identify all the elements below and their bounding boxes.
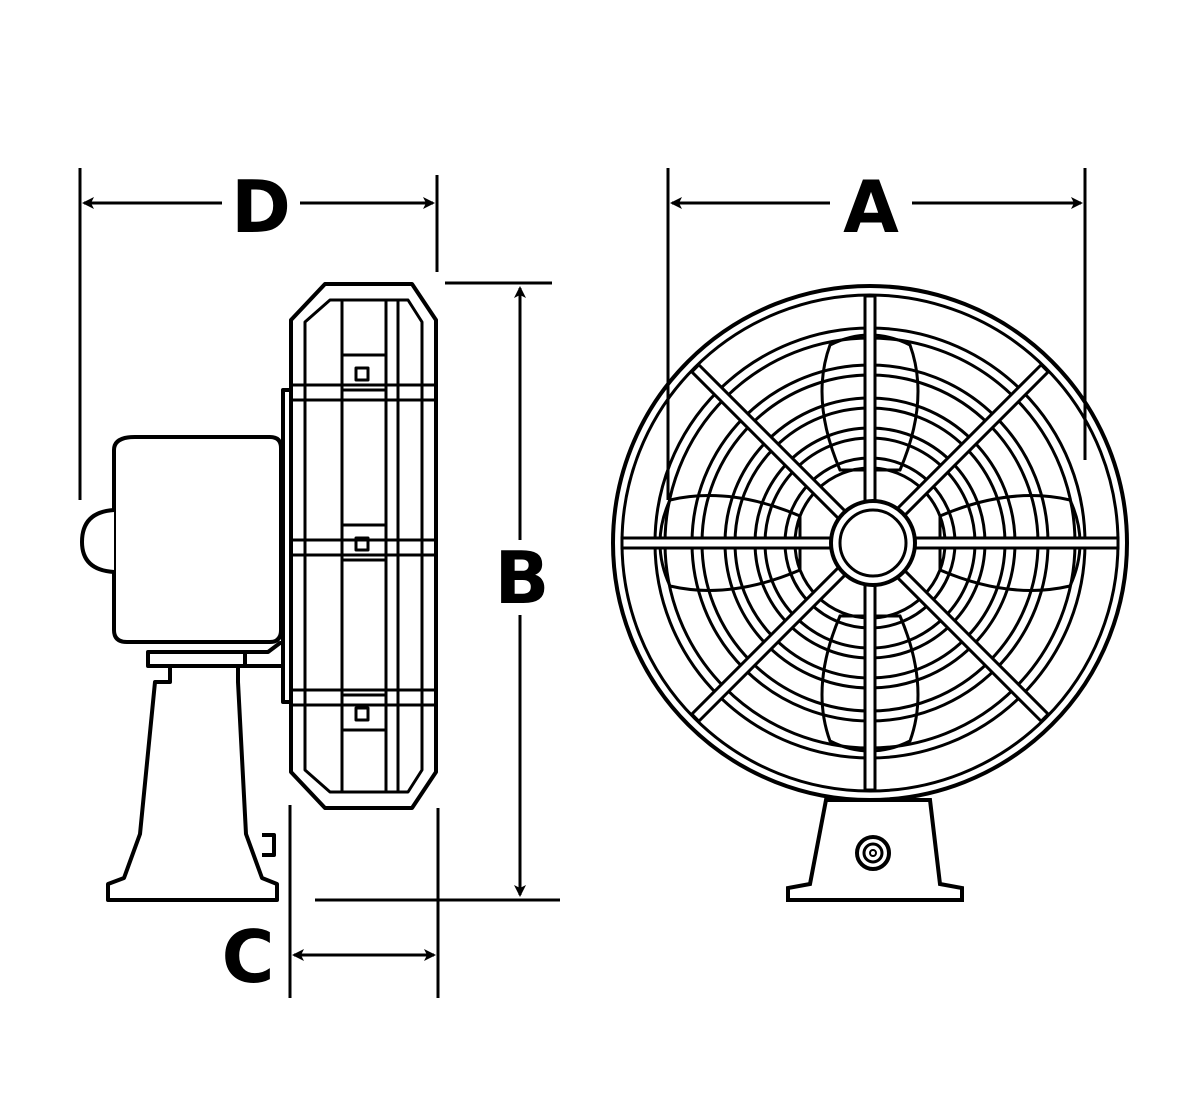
mounting-bracket [146,641,287,668]
dimension-lines [78,168,1087,998]
pedestal-base [106,664,279,902]
front-view [611,284,1129,902]
motor-housing [80,435,283,644]
label-C: C [222,915,275,999]
label-D: D [231,165,291,249]
grille-profile [289,282,438,810]
label-B: B [495,536,550,620]
dimension-D [78,168,439,500]
label-A: A [843,165,899,249]
dimension-C [288,805,440,998]
fan-hub [829,499,917,587]
mount-bolt-icon [855,835,891,871]
side-view [80,282,438,902]
fan-blades [658,333,1082,753]
dimension-A [666,168,1087,500]
